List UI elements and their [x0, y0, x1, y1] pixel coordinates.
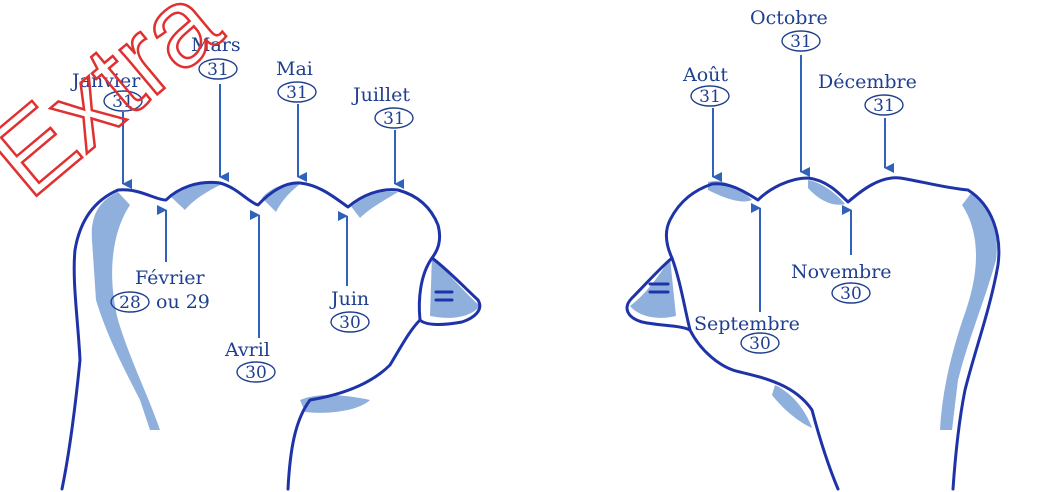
days-badge-october — [781, 30, 821, 52]
days-january: 31 — [112, 92, 134, 112]
left-fist-shading-thumb-side — [91, 192, 160, 430]
month-label-june: Juin — [329, 288, 369, 310]
left-knuckle-shade-3 — [350, 191, 398, 218]
month-august: Août 31 — [682, 64, 730, 107]
days-badge-september — [740, 332, 780, 354]
left-knuckle-shade-2 — [262, 183, 300, 212]
days-december: 31 — [873, 96, 895, 116]
month-november: Novembre 30 — [791, 261, 892, 304]
days-february-leap: ou 29 — [156, 291, 210, 313]
month-june: Juin 30 — [329, 288, 370, 333]
right-knuckle-shade-2 — [808, 180, 845, 205]
left-thumb-crease — [417, 256, 434, 322]
days-badge-march — [198, 58, 238, 80]
month-label-september: Septembre — [694, 313, 800, 335]
right-fist-shading-outer-side — [940, 192, 997, 430]
month-label-may: Mai — [276, 58, 313, 80]
month-january: Janvier 31 — [70, 70, 143, 112]
month-label-april: Avril — [224, 339, 270, 361]
month-july: Juillet 31 — [351, 84, 414, 129]
right-thumb-crease — [670, 256, 692, 332]
days-badge-june — [330, 311, 370, 333]
days-february: 28 — [119, 293, 141, 313]
left-fist — [60, 180, 482, 491]
month-december: Décembre 31 — [818, 71, 917, 116]
days-badge-november — [831, 282, 871, 304]
month-label-july: Juillet — [351, 84, 410, 106]
month-february: Février 28 ou 29 — [110, 267, 210, 313]
month-label-october: Octobre — [750, 7, 828, 29]
days-july: 31 — [383, 109, 405, 129]
right-thumb-shade — [630, 258, 676, 318]
right-arrows — [712, 55, 894, 312]
month-september: Septembre 30 — [694, 313, 800, 354]
month-march: Mars 31 — [191, 34, 241, 80]
days-badge-april — [236, 361, 276, 383]
month-label-february: Février — [135, 267, 206, 289]
days-may: 31 — [286, 83, 308, 103]
month-april: Avril 30 — [224, 339, 276, 383]
days-october: 31 — [790, 32, 812, 52]
month-october: Octobre 31 — [750, 7, 828, 52]
days-august: 31 — [699, 87, 721, 107]
days-november: 30 — [840, 284, 862, 304]
right-wrist-shade — [772, 385, 812, 428]
month-label-march: Mars — [191, 34, 241, 56]
right-knuckle-shade-1 — [708, 180, 752, 202]
left-thumb-shade — [430, 255, 480, 318]
right-fist — [625, 176, 1001, 491]
month-may: Mai 31 — [276, 58, 317, 103]
days-badge-august — [690, 85, 730, 107]
left-knuckle-shade-1 — [170, 182, 222, 210]
left-arrows — [122, 84, 404, 338]
month-label-november: Novembre — [791, 261, 892, 283]
left-fist-outline — [60, 180, 482, 491]
days-june: 30 — [339, 313, 361, 333]
month-label-december: Décembre — [818, 71, 917, 93]
days-april: 30 — [245, 363, 267, 383]
days-badge-july — [374, 107, 414, 129]
right-fist-outline — [625, 176, 1001, 491]
days-badge-december — [864, 94, 904, 116]
days-march: 31 — [207, 60, 229, 80]
month-label-august: Août — [682, 64, 728, 86]
month-label-january: Janvier — [70, 70, 141, 92]
left-wrist-shade — [300, 395, 370, 413]
days-badge-january — [103, 90, 143, 112]
days-badge-february — [110, 291, 150, 313]
days-badge-may — [277, 81, 317, 103]
days-september: 30 — [749, 334, 771, 354]
